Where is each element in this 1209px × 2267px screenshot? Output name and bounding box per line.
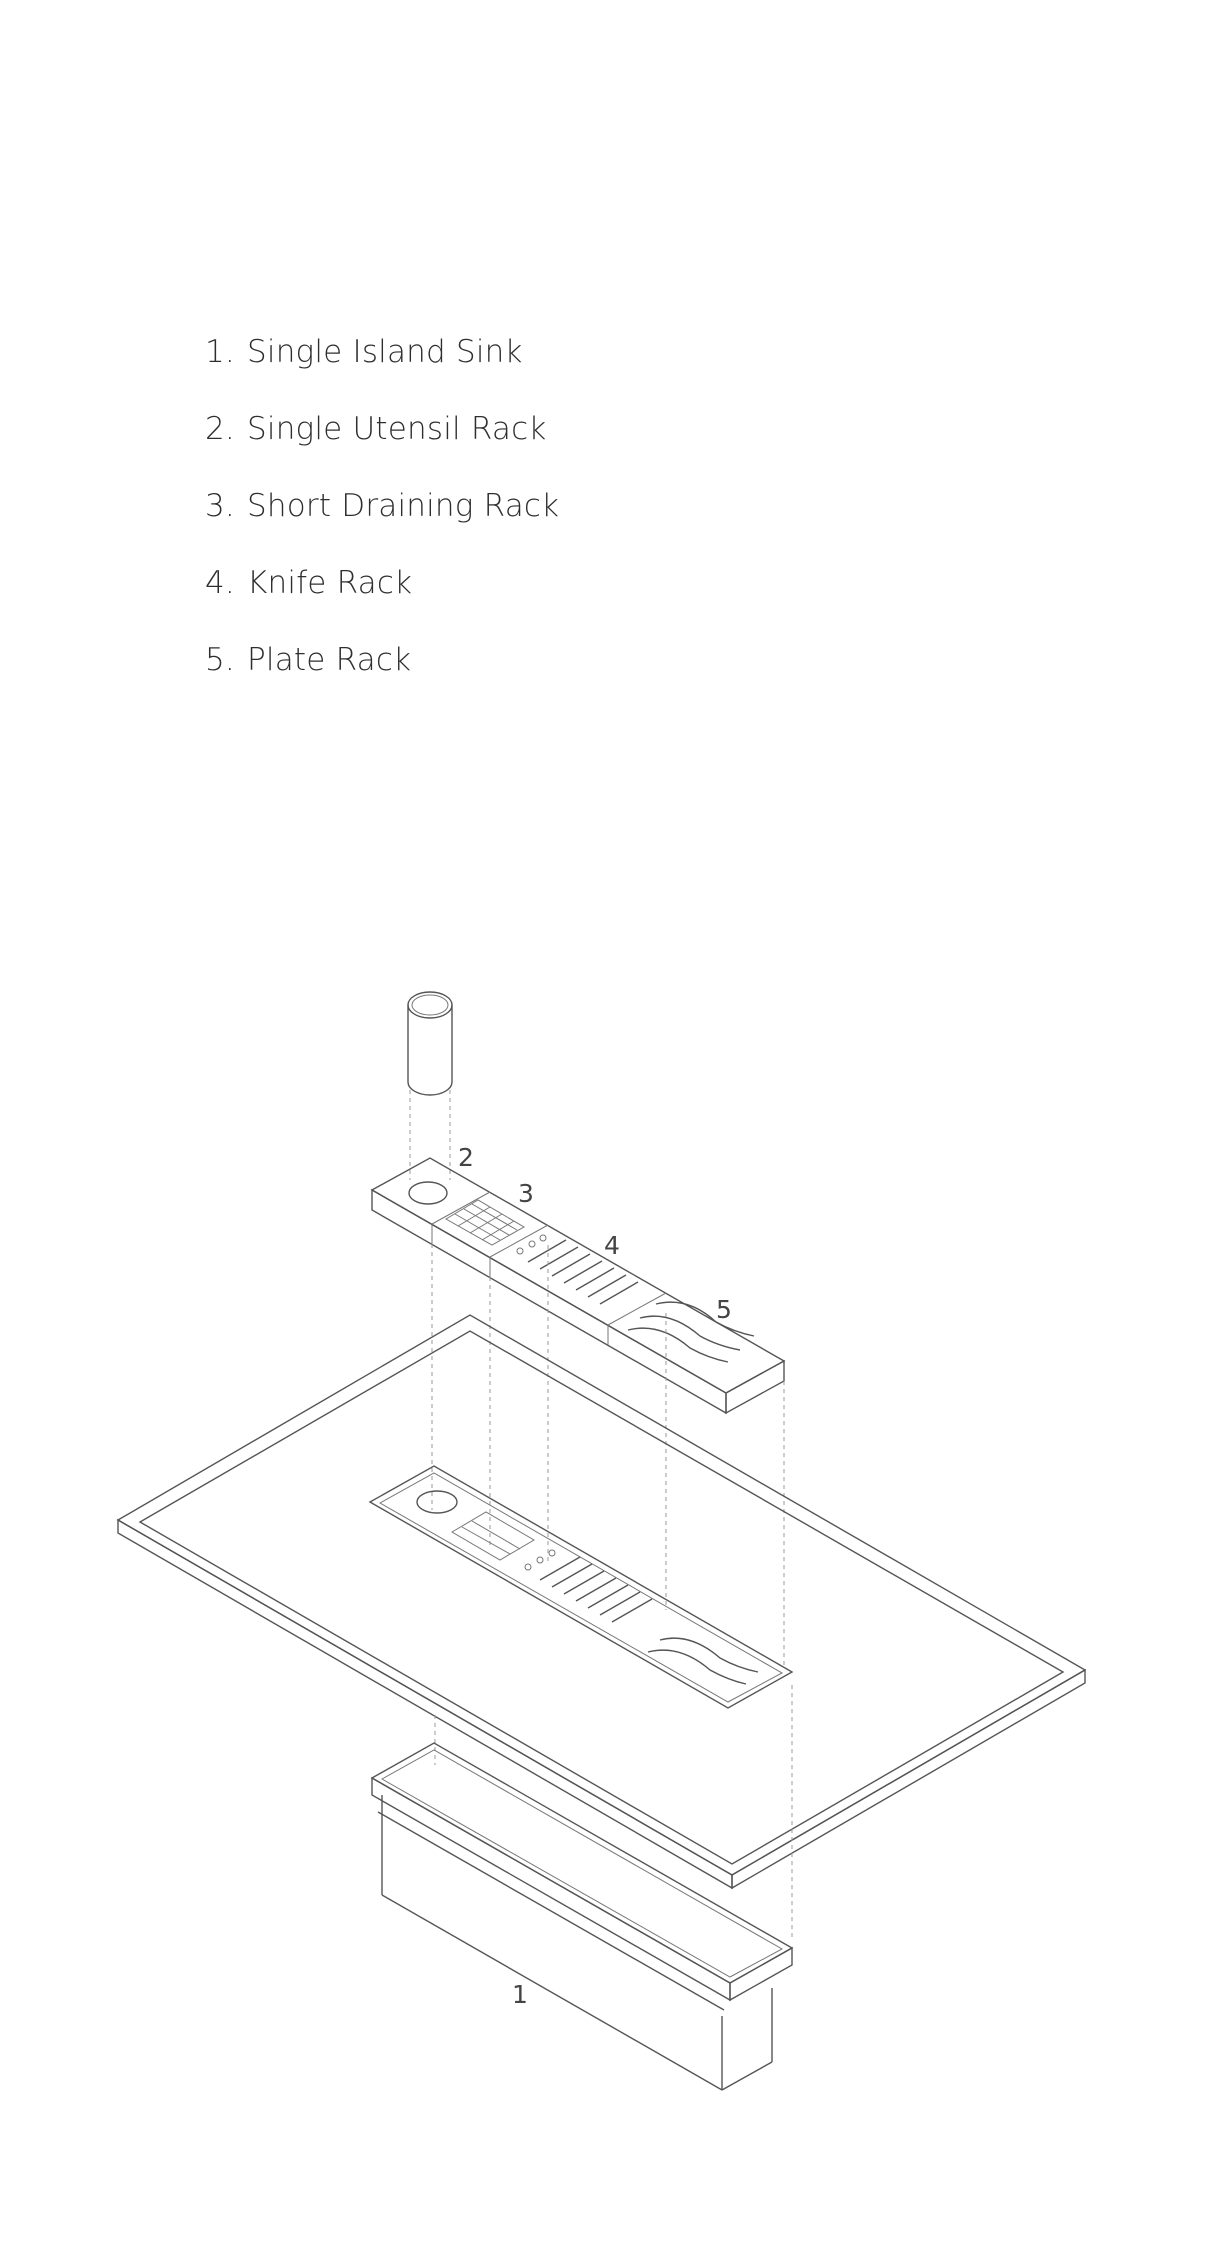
- legend-item-utensil-rack: 2. Single Utensil Rack: [205, 411, 559, 488]
- rack-assembly-exploded: [370, 1157, 786, 1415]
- drain-grid: [445, 1199, 526, 1246]
- parts-legend: 1. Single Island Sink 2. Single Utensil …: [205, 334, 559, 719]
- callout-utensil-rack: 2: [458, 1143, 474, 1172]
- knife-slots: [516, 1234, 639, 1305]
- legend-label: Short Draining Rack: [247, 488, 560, 524]
- legend-label: Single Island Sink: [247, 334, 523, 370]
- utensil-cup: [407, 991, 453, 1096]
- callout-plate-rack: 5: [716, 1295, 732, 1324]
- countertop: [116, 1314, 1087, 1890]
- legend-item-draining-rack: 3. Short Draining Rack: [205, 488, 559, 565]
- sink-basin: [370, 1742, 794, 2091]
- legend-label: Single Utensil Rack: [247, 411, 547, 447]
- callout-sink: 1: [512, 1980, 528, 2009]
- legend-label: Plate Rack: [247, 642, 412, 678]
- legend-number: 2.: [205, 411, 235, 447]
- legend-number: 4.: [205, 565, 235, 601]
- callout-draining-rack: 3: [518, 1179, 534, 1208]
- legend-item-plate-rack: 5. Plate Rack: [205, 642, 559, 719]
- legend-item-knife-rack: 4. Knife Rack: [205, 565, 559, 642]
- legend-item-sink: 1. Single Island Sink: [205, 334, 559, 411]
- legend-number: 1.: [205, 334, 235, 370]
- exploded-sink-diagram: 2 3 4 5 1: [116, 991, 1087, 2091]
- rack-assembly-installed: [368, 1465, 794, 1709]
- legend-label: Knife Rack: [247, 565, 413, 601]
- plate-slots: [627, 1301, 755, 1363]
- legend-number: 3.: [205, 488, 235, 524]
- legend-number: 5.: [205, 642, 235, 678]
- callout-knife-rack: 4: [604, 1231, 620, 1260]
